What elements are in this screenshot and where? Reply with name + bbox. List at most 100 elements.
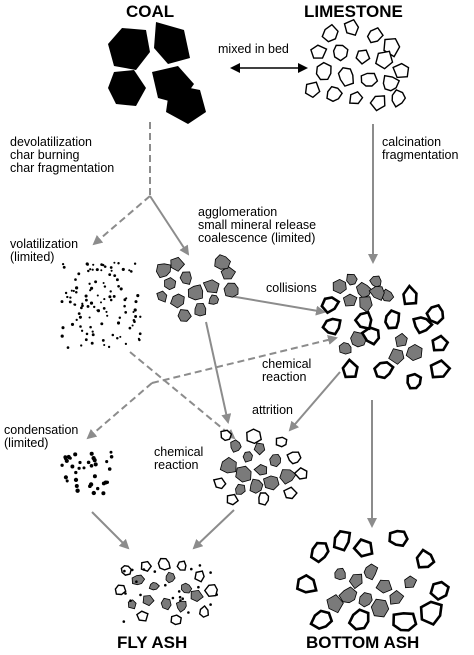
fly-ash-gray-particle <box>160 597 172 611</box>
agglomerate-particle <box>170 256 186 272</box>
volatile-particle <box>75 318 78 322</box>
reaction-gray-particle <box>242 451 253 463</box>
coalescence-label: coalescence (limited) <box>198 231 316 245</box>
volatile-particle <box>84 298 88 302</box>
to-volatilization-arrow <box>92 195 151 246</box>
condensed-particle <box>101 491 106 496</box>
volatile-particle <box>133 320 136 323</box>
attrition-label: attrition <box>252 403 293 417</box>
volatile-particle <box>101 338 105 342</box>
chemical-reaction-left-label-1: chemical <box>154 445 204 459</box>
fly-ash-white-particle <box>136 610 149 622</box>
fly-ash-white-particle <box>114 584 127 596</box>
agglomerate-particle <box>179 271 192 285</box>
volatile-particle <box>138 332 142 336</box>
condensed-particle <box>73 452 78 457</box>
bottom-ash-limestone-particle <box>419 600 443 626</box>
reaction-gray-particle <box>263 475 280 491</box>
collision-limestone-particle <box>406 372 423 390</box>
fly-ash-dot <box>135 580 138 583</box>
volatile-particle <box>115 278 119 282</box>
volatile-particle <box>66 346 70 349</box>
fly-ash-dot <box>179 599 182 602</box>
collision-limestone-particle <box>321 317 342 336</box>
fly-ash-white-particle <box>170 614 182 626</box>
condensed-particle <box>88 484 92 489</box>
volatile-particle <box>89 268 92 271</box>
limestone-stone <box>360 72 379 87</box>
limestone-stone <box>369 95 386 112</box>
fly-ash-dot <box>181 597 184 600</box>
condensed-particle <box>63 475 68 480</box>
volatile-particle <box>102 307 106 310</box>
volatile-particle <box>113 261 116 264</box>
agglomerate-particle <box>202 279 220 294</box>
fly-ash-dot <box>190 567 193 571</box>
agglomerate-particle <box>155 263 172 279</box>
volatile-particle <box>75 286 79 290</box>
bottom-ash-particles <box>295 529 451 632</box>
volatile-particle <box>124 311 128 314</box>
limestone-stone <box>304 81 321 99</box>
limestone-stone <box>349 90 364 105</box>
reaction-gray-particle <box>235 465 252 483</box>
fly-ash-dot <box>171 596 175 600</box>
collision-gray-particle <box>342 293 358 307</box>
limestone-stone <box>382 74 401 92</box>
condensation-particles <box>60 450 114 496</box>
bottom-ash-limestone-particle <box>388 529 409 548</box>
bottom-ash-gray-particle <box>389 589 405 605</box>
fly-ash-dot <box>177 590 181 593</box>
volatile-particle <box>80 344 83 347</box>
condensed-particle <box>60 463 64 467</box>
fly-ash-gray-particle <box>127 599 137 610</box>
volatile-particle <box>77 312 81 315</box>
volatile-particle <box>99 301 103 304</box>
chemical-reaction-left-label-2: reaction <box>154 458 199 472</box>
condensed-particle <box>82 466 86 470</box>
coal-title: COAL <box>126 2 175 21</box>
condensed-particle <box>74 483 79 489</box>
reaction-limestone-particle <box>258 492 270 506</box>
volatile-particle <box>60 300 64 304</box>
volatile-particle <box>112 294 116 298</box>
volatile-particle <box>70 322 75 326</box>
collision-limestone-particle <box>384 309 401 330</box>
condensed-particle <box>92 474 97 479</box>
volatilization-label: volatilization <box>10 237 79 251</box>
volatile-particle <box>118 316 122 320</box>
collision-gray-particle <box>332 278 347 295</box>
agglomerate-particle <box>208 294 220 305</box>
collision-limestone-particle <box>353 310 373 331</box>
volatile-particle <box>100 263 103 266</box>
condensate-to-fly-ash-arrow <box>91 511 130 550</box>
fly-ash-gray-particle <box>131 574 146 586</box>
volatile-particle <box>79 325 82 328</box>
fly-ash-gray-particle <box>180 582 193 594</box>
agglomerate-particle <box>170 293 185 309</box>
volatile-particle <box>103 298 106 301</box>
collision-limestone-particle <box>341 358 359 379</box>
volatile-particle <box>109 298 113 302</box>
bottom-ash-limestone-particle <box>309 609 334 631</box>
bottom-ash-limestone-particle <box>347 608 370 631</box>
volatile-particle <box>94 280 98 284</box>
fly-ash-dot <box>198 564 202 567</box>
calcination-label: calcination <box>382 135 442 149</box>
collision-gray-particle <box>388 348 405 365</box>
agglomerate-particle <box>164 277 177 291</box>
volatile-particle <box>84 338 88 342</box>
fly-ash-dot <box>139 593 142 597</box>
volatile-particle <box>134 315 138 318</box>
condensed-particle <box>77 466 81 470</box>
fly-ash-white-particle <box>157 557 171 571</box>
volatile-particle <box>103 285 107 288</box>
limestone-stone <box>391 89 407 108</box>
volatile-particle <box>91 330 94 333</box>
fly-ash-title: FLY ASH <box>117 633 188 652</box>
limestone-stone <box>392 62 410 79</box>
collision-gray-particle <box>359 296 373 313</box>
volatile-particle <box>84 294 88 298</box>
volatile-particle <box>88 316 91 319</box>
